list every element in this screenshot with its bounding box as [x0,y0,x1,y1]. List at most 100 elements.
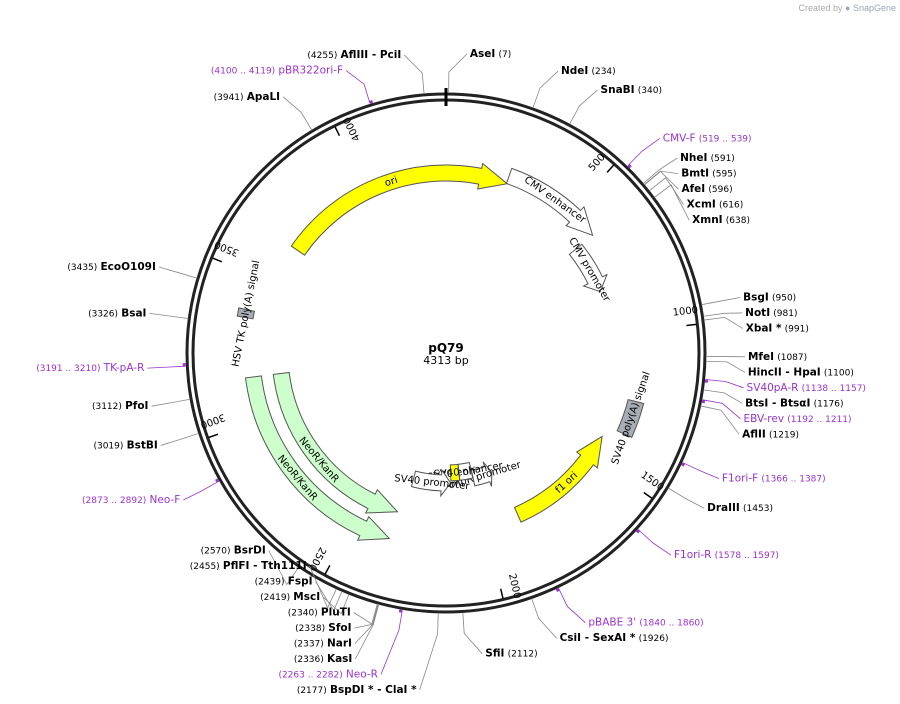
primer-neo-f[interactable]: (2873 .. 2892) Neo-F [82,478,220,506]
site-label-text: AfeI (596) [681,183,732,195]
site-position: (340) [638,85,662,95]
feature-cmv-promoter[interactable]: CMV promoter [566,236,612,305]
site-name: KasI [327,653,352,665]
site-name: EcoO109I [100,261,155,273]
site-snabi[interactable]: SnaBI (340) [569,84,662,125]
feature-arc[interactable] [244,375,391,541]
site-apali[interactable]: (3941) ApaLI [214,91,313,131]
primer-sv40pa-r[interactable]: SV40pA-R (1138 .. 1157) [704,379,866,394]
site-label-text: SfiI (2112) [485,648,537,660]
feature-arc[interactable] [568,243,608,293]
feature-hsv-tk-poly-a-signal[interactable]: HSV TK poly(A) signal [230,259,262,367]
plasmid-length: 4313 bp [423,354,468,367]
primer-cmv-f[interactable]: CMV-F (519 .. 539) [627,132,752,169]
site-bsai[interactable]: (3326) BsaI [88,307,189,319]
site-xcmi[interactable]: XcmI (616) [648,177,743,211]
site-label-text: (2873 .. 2892) Neo-F [82,494,180,506]
site-xbai[interactable]: XbaI * (991) [703,316,809,334]
feature-ori[interactable]: ori [290,162,509,256]
site-position: (1100) [824,368,854,378]
site-hincii-hpai[interactable]: HincII - HpaI (1100) [705,360,854,378]
feature-arc[interactable] [616,398,645,439]
site-name: HincII - HpaI [748,366,821,378]
primer-tk-pa-r[interactable]: (3191 .. 3210) TK-pA-R [36,362,186,374]
feature-arc[interactable] [470,461,493,487]
site-label-text: (3326) BsaI [88,307,146,319]
site-afliii-pcii[interactable]: (4255) AflIII - PciI [307,49,425,94]
site-label-text: (2439) FspI [255,576,313,588]
site-name: TK-pA-R [103,362,145,374]
primer-f1ori-r[interactable]: F1ori-R (1578 .. 1597) [635,529,779,561]
site-position: (4255) [307,51,337,61]
site-noti[interactable]: NotI (981) [703,307,798,319]
site-name: AflIII - PciI [341,49,402,61]
feature-f1-ori[interactable]: f1 ori [513,435,603,523]
site-msci[interactable]: (2419) MscI [260,591,350,615]
site-pflfi-tth111i[interactable]: (2455) PflFI - Tth111I [190,560,337,609]
site-name: BsgI [743,291,769,303]
feature-arc[interactable] [505,167,594,237]
plasmid-name: pQ79 [428,341,464,355]
site-position: (2337) [294,639,324,649]
site-csii-sexai[interactable]: CsiI - SexAI * (1926) [531,598,669,644]
site-bsrdi[interactable]: (2570) BsrDI [201,545,300,586]
primer-pbr322ori-f[interactable]: (4100 .. 4119) pBR322ori-F [211,65,373,104]
feature-arc[interactable] [236,307,256,320]
feature-arc[interactable] [290,162,509,256]
site-position: (2338) [295,624,325,634]
site-ecoo109i[interactable]: (3435) EcoO109I [67,261,198,279]
site-position: (1087) [777,352,807,362]
site-label-text: NheI (591) [680,152,735,164]
site-afei[interactable]: AfeI (596) [644,170,733,195]
site-name: AflII [742,428,766,440]
site-label-text: (3112) PfoI [92,400,149,412]
site-position: (4100 .. 4119) [211,66,275,76]
site-btsi-bts-i[interactable]: BtsI - BtsαI (1176) [703,389,844,409]
leader-line [183,480,219,501]
feature-arc[interactable] [272,371,399,514]
site-label-text: (4100 .. 4119) pBR322ori-F [211,65,343,77]
site-mfei[interactable]: MfeI (1087) [705,351,807,363]
site-nhei[interactable]: NheI (591) [642,152,735,184]
feature-arc[interactable] [449,463,461,482]
feature-sv40-poly-a-signal[interactable]: SV40 poly(A) signal [610,370,653,466]
leader-line [702,399,741,420]
site-sfii[interactable]: SfiI (2112) [462,612,538,660]
site-name: F1ori-F [722,473,758,485]
primer-f1ori-f[interactable]: F1ori-F (1366 .. 1387) [681,462,826,485]
site-bspdi-clai[interactable]: (2177) BspDI * - ClaI * [297,612,439,696]
site-position: (595) [712,169,736,179]
primer-pbabe-3[interactable]: pBABE 3' (1840 .. 1860) [555,587,704,629]
site-label-text: EBV-rev (1192 .. 1211) [743,413,851,425]
feature-label: CMV promoter [566,236,612,305]
site-name: NotI [745,307,770,319]
site-ndei[interactable]: NdeI (234) [532,65,616,109]
site-name: MfeI [748,351,774,363]
site-position: (596) [708,185,732,195]
leader-line [667,487,705,509]
site-pluti[interactable]: (2340) PluTI [288,603,378,625]
feature-cmv-enhancer[interactable]: CMV enhancer [505,167,594,237]
primer-neo-r[interactable]: (2263 .. 2282) Neo-R [278,609,403,681]
primer-marker [681,462,686,467]
site-pfoi[interactable]: (3112) PfoI [92,398,191,412]
site-label-text: AflII (1219) [742,428,799,440]
feature-arc[interactable] [410,468,452,498]
site-name: NdeI [561,65,588,77]
feature-arc[interactable] [513,435,603,523]
site-xmni[interactable]: XmnI (638) [654,184,750,226]
site-bmti[interactable]: BmtI (595) [643,168,736,186]
tick-mark [208,433,219,439]
feature-neor-kanr[interactable]: NeoR/KanR [272,371,399,514]
site-fspi[interactable]: (2439) FspI [255,576,343,612]
site-name: BmtI [681,168,709,180]
site-bstbi[interactable]: (3019) BstBI [93,433,199,451]
site-aflii[interactable]: AflII (1219) [700,405,799,440]
site-kasi[interactable]: (2336) KasI [294,604,380,665]
tick-label: 1000 [672,305,699,319]
site-position: (1138 .. 1157) [802,383,866,393]
site-bsgi[interactable]: BsgI (950) [701,291,796,306]
site-asei[interactable]: AseI (7) [448,48,512,94]
primer-ebv-rev[interactable]: EBV-rev (1192 .. 1211) [701,399,852,425]
site-draiii[interactable]: DraIII (1453) [667,487,773,514]
